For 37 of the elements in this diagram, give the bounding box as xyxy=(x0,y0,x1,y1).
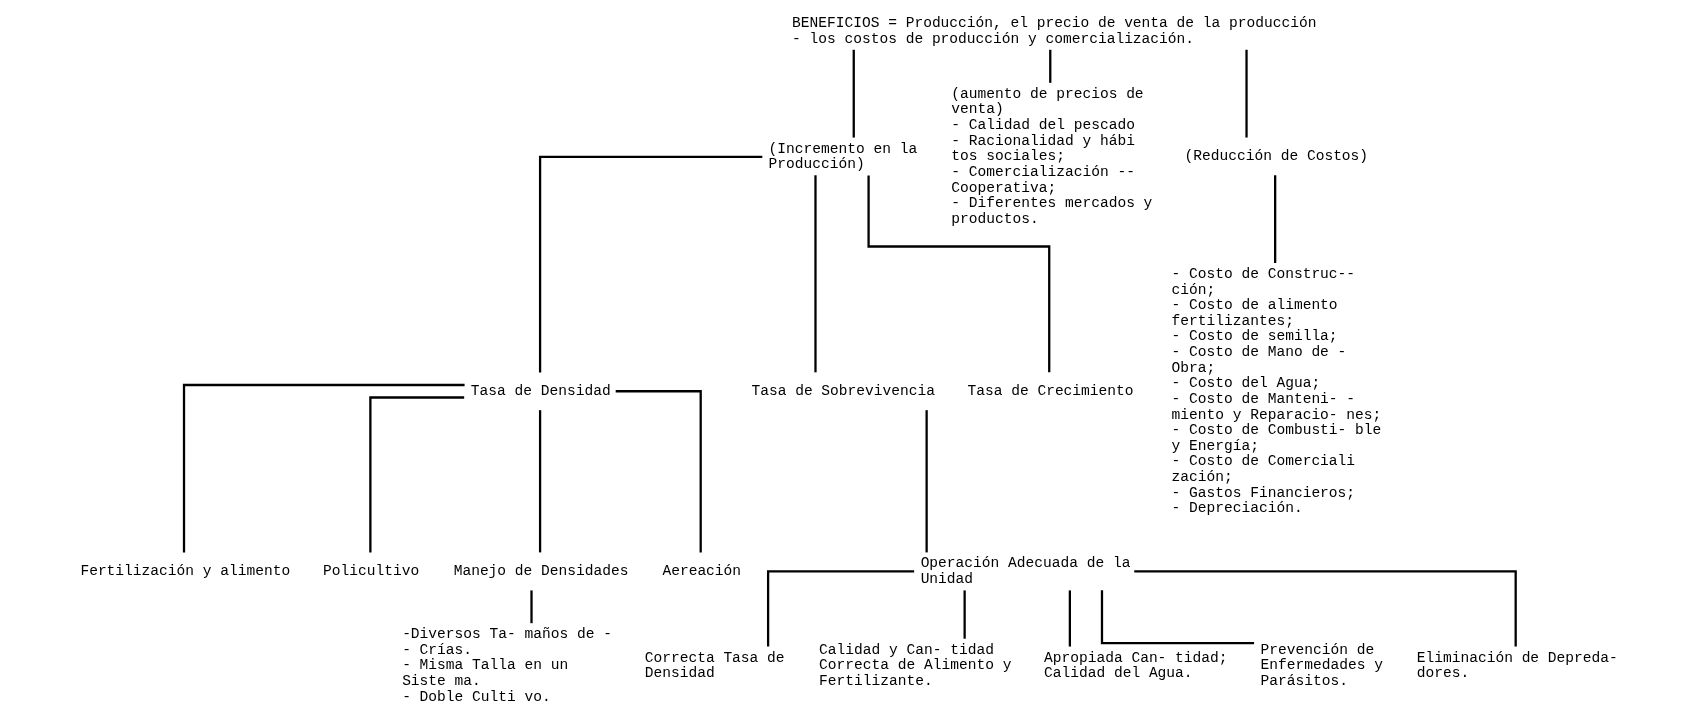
node-text: BENEFICIOS = Producción, el precio de venta de la producción - los costos de producción y comercialización. xyxy=(791,15,1316,47)
connector xyxy=(1244,49,1248,138)
node-text: Prevención de Enfermedades y Parásitos. xyxy=(1260,641,1383,690)
connector xyxy=(538,155,762,373)
connector xyxy=(1273,175,1276,263)
node-text: Tasa de Densidad xyxy=(470,383,611,400)
node-text: Tasa de Crecimiento xyxy=(967,383,1134,400)
connector xyxy=(1048,49,1051,83)
connector xyxy=(1068,590,1071,647)
node-text: Correcta Tasa de Densidad xyxy=(644,649,785,682)
connector xyxy=(538,410,541,553)
connector xyxy=(766,570,914,647)
connector xyxy=(1133,570,1517,647)
connector xyxy=(866,175,1050,373)
connector xyxy=(529,590,533,624)
node-text: -Diversos Ta- maños de - - Crías. - Misma Talla en un Siste ma. - Doble Culti vo. xyxy=(401,626,612,705)
node-text: Policultivo xyxy=(322,563,419,580)
connector xyxy=(852,49,855,138)
node-text: Aereación xyxy=(661,563,741,580)
node-text: Tasa de Sobrevivencia xyxy=(750,383,935,400)
connector xyxy=(368,396,464,553)
connector xyxy=(963,590,966,639)
node-text: Fertilización y alimento xyxy=(79,563,290,580)
connector xyxy=(1100,590,1254,645)
node-text: Manejo de Densidades xyxy=(453,563,628,580)
connector xyxy=(182,383,465,553)
node-text: (aumento de precios de venta) - Calidad del pescado - Racionalidad y hábi tos sociales; - Comercialización -- Cooperativa; - Diferentes mercados y productos. xyxy=(950,85,1152,227)
connector xyxy=(615,390,702,553)
connector xyxy=(925,410,928,553)
connector xyxy=(813,175,817,373)
node-text: Eliminación de Depreda- dores. xyxy=(1416,649,1618,682)
node-text: (Reducción de Costos) xyxy=(1184,148,1368,165)
node-text: Calidad y Can- tidad Correcta de Alimento y Fertilizante. xyxy=(818,641,1011,690)
node-text: Operación Adecuada de la Unidad xyxy=(920,555,1130,588)
node-text: Apropiada Can- tidad; Calidad del Agua. xyxy=(1043,649,1228,682)
node-text: - Costo de Construc-- ción; - Costo de alimento fertilizantes; - Costo de semilla; - Costo de Mano de - Obra; - Costo del Agua; - Costo de Manteni- - miento y Reparacio- nes; - Costo de Combusti- ble y Energía; - Costo de Comerciali zación; - Gastos Financieros; - Depreciación. xyxy=(1171,265,1381,517)
node-text: (Incremento en la Producción) xyxy=(768,140,917,173)
